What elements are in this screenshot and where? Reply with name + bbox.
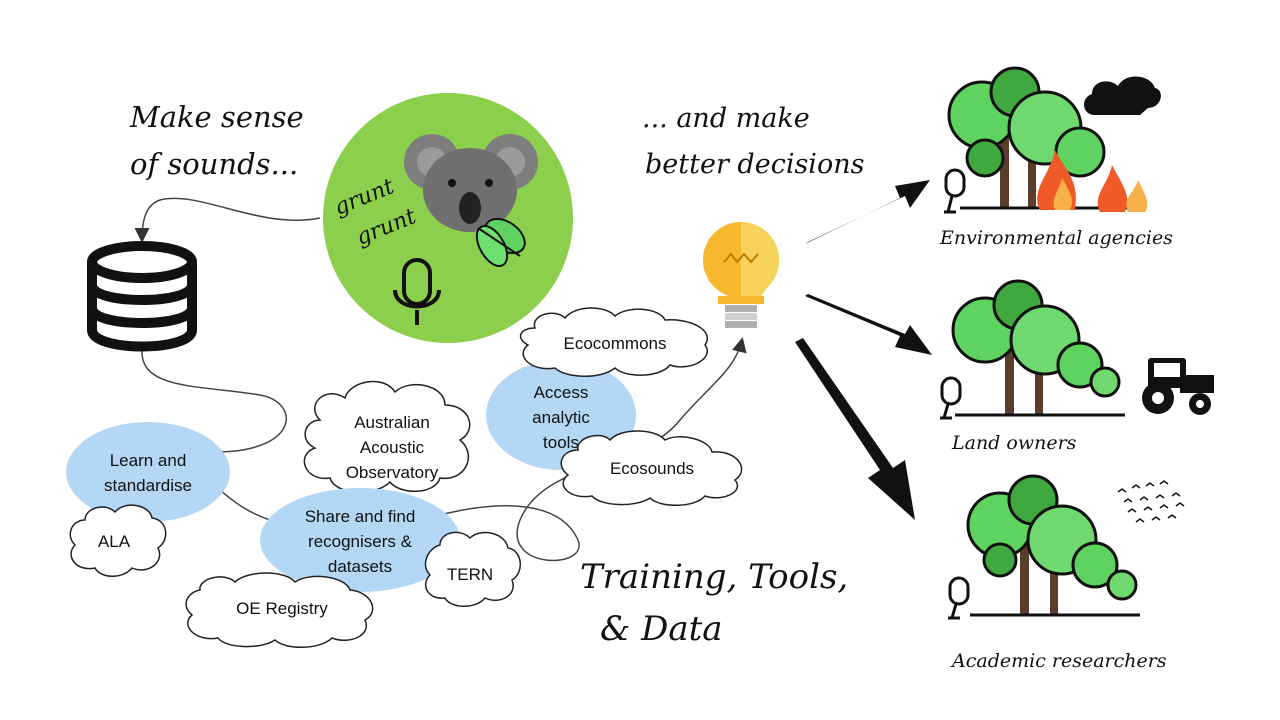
connector-share-to-bulb xyxy=(439,337,747,562)
svg-text:recognisers &: recognisers & xyxy=(308,532,413,551)
microphone-icon xyxy=(944,168,966,214)
tractor-icon xyxy=(1142,358,1214,415)
svg-text:OE Registry: OE Registry xyxy=(236,599,328,618)
database-icon xyxy=(87,241,197,352)
arrow-to-environmental-agencies xyxy=(805,180,930,244)
arrow-to-land-owners xyxy=(805,294,932,355)
headline-better-decisions: ... and make better decisions xyxy=(642,103,864,180)
tree-icon xyxy=(947,66,1130,210)
tree-icon xyxy=(951,279,1125,417)
audience-label-environmental: Environmental agencies xyxy=(939,227,1173,249)
svg-text:Ecocommons: Ecocommons xyxy=(564,334,667,353)
koala-icon xyxy=(404,134,538,232)
audience-land-owners: Land owners xyxy=(940,279,1214,454)
svg-text:Share and find: Share and find xyxy=(305,507,416,526)
cloud-ala: ALA xyxy=(69,504,167,577)
svg-text:& Data: & Data xyxy=(600,609,723,649)
eucalyptus-leaf-icon xyxy=(475,217,526,267)
microphone-icon xyxy=(393,258,441,325)
audience-label-academic: Academic researchers xyxy=(950,650,1167,672)
svg-text:Ecosounds: Ecosounds xyxy=(610,459,694,478)
svg-text:... and make: ... and make xyxy=(642,103,810,134)
microphone-icon xyxy=(948,576,970,620)
svg-text:Make sense: Make sense xyxy=(129,100,304,134)
svg-text:Learn and: Learn and xyxy=(110,451,187,470)
storm-cloud-icon xyxy=(1084,76,1161,115)
tree-icon xyxy=(966,474,1140,617)
connector-koala-to-database xyxy=(134,197,321,243)
microphone-icon xyxy=(940,376,962,420)
lightbulb-icon xyxy=(703,222,779,328)
hub-share-recognisers: Share and find recognisers & datasets xyxy=(260,488,460,592)
cloud-australian-acoustic-observatory: Australian Acoustic Observatory xyxy=(303,380,471,493)
svg-text:of sounds...: of sounds... xyxy=(130,147,298,181)
cloud-ecosounds: Ecosounds xyxy=(560,430,743,506)
svg-text:better decisions: better decisions xyxy=(645,149,864,180)
audience-environmental-agencies: Environmental agencies xyxy=(939,66,1173,249)
connector-database-to-learn xyxy=(141,349,287,453)
training-tools-data-title: Training, Tools, & Data xyxy=(580,557,848,649)
headline-make-sense: Make sense of sounds... xyxy=(129,100,304,181)
svg-text:datasets: datasets xyxy=(328,557,392,576)
koala-sound-circle: grunt grunt xyxy=(323,93,573,343)
svg-text:Observatory: Observatory xyxy=(346,463,439,482)
cloud-tern: TERN xyxy=(424,531,521,607)
fire-icon xyxy=(1037,150,1148,212)
svg-text:analytic: analytic xyxy=(532,408,590,427)
hub-learn-standardise: Learn and standardise xyxy=(66,422,230,522)
audience-academic-researchers: Academic researchers xyxy=(948,474,1185,672)
svg-text:tools: tools xyxy=(543,433,579,452)
audience-label-land-owners: Land owners xyxy=(951,432,1077,454)
cloud-ecocommons: Ecocommons xyxy=(519,307,708,377)
cloud-oe-registry: OE Registry xyxy=(185,572,374,648)
svg-text:Australian: Australian xyxy=(354,413,430,432)
svg-text:ALA: ALA xyxy=(98,532,131,551)
arrow-to-academic-researchers xyxy=(795,338,915,520)
svg-text:standardise: standardise xyxy=(104,476,192,495)
svg-text:TERN: TERN xyxy=(447,565,493,584)
svg-text:Training, Tools,: Training, Tools, xyxy=(580,557,848,597)
svg-text:Acoustic: Acoustic xyxy=(360,438,425,457)
birds-flock-icon xyxy=(1117,480,1185,523)
svg-text:Access: Access xyxy=(534,383,589,402)
